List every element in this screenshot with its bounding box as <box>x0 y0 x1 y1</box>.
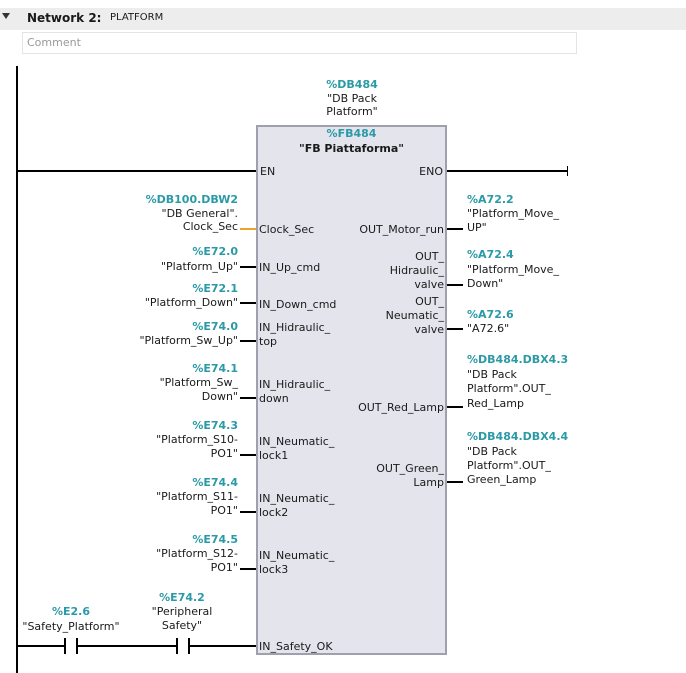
contact-2-address[interactable]: %E74.2 <box>159 591 205 604</box>
pin-out-hydraulic-valve-1[interactable]: OUT_ <box>415 250 444 263</box>
input-hyd-down-tag-2[interactable]: Down" <box>201 390 238 403</box>
input-hyd-top-wire <box>240 340 256 342</box>
input-lock2-address[interactable]: %E74.4 <box>192 476 238 489</box>
network-name[interactable]: PLATFORM <box>110 12 164 23</box>
network-title: Network 2: <box>27 11 102 25</box>
collapse-triangle-icon[interactable] <box>2 13 10 19</box>
output-hyd-tag-1[interactable]: "Platform_Move_ <box>467 263 559 276</box>
output-green-tag-1[interactable]: "DB Pack <box>467 445 517 458</box>
input-lock3-tag-1[interactable]: "Platform_S12- <box>156 547 238 560</box>
input-lock3-address[interactable]: %E74.5 <box>192 533 238 546</box>
input-hyd-down-tag-1[interactable]: "Platform_Sw_ <box>159 376 238 389</box>
input-lock2-tag-1[interactable]: "Platform_S11- <box>156 490 238 503</box>
network-comment-field[interactable]: Comment <box>22 32 577 54</box>
pin-in-neumatic-lock1-2[interactable]: lock1 <box>259 449 289 462</box>
pin-clock-sec[interactable]: Clock_Sec <box>259 223 315 236</box>
pin-out-red-lamp[interactable]: OUT_Red_Lamp <box>358 401 444 414</box>
contact-1-tag[interactable]: "Safety_Platform" <box>22 620 120 633</box>
output-neu-tag-1[interactable]: "A72.6" <box>467 322 510 335</box>
input-lock2-wire <box>240 511 256 513</box>
contact-2-tag-1[interactable]: "Peripheral <box>151 605 213 618</box>
input-lock1-tag-1[interactable]: "Platform_S10- <box>156 433 238 446</box>
contact-2-symbol[interactable] <box>176 638 190 654</box>
input-up-tag[interactable]: "Platform_Up" <box>160 260 238 273</box>
safety-rung <box>18 638 256 654</box>
output-red-wire <box>447 406 463 408</box>
pin-in-hydraulic-down-2[interactable]: down <box>259 392 289 405</box>
input-down-tag[interactable]: "Platform_Down" <box>144 296 238 309</box>
input-lock2-tag-2[interactable]: PO1" <box>210 504 238 517</box>
pin-out-hydraulic-valve-3[interactable]: valve <box>414 278 444 291</box>
instance-db-address[interactable]: %DB484 <box>326 78 378 91</box>
instance-db-name-1[interactable]: "DB Pack <box>327 92 377 105</box>
output-hyd-wire <box>447 284 463 286</box>
input-hyd-top-address[interactable]: %E74.0 <box>192 320 238 333</box>
input-hyd-top-tag[interactable]: "Platform_Sw_Up" <box>139 334 238 347</box>
output-motor-wire <box>447 228 463 230</box>
input-lock3-tag-2[interactable]: PO1" <box>210 561 238 574</box>
pin-out-hydraulic-valve-2[interactable]: Hidraulic_ <box>389 264 444 277</box>
input-lock1-tag-2[interactable]: PO1" <box>210 447 238 460</box>
input-up-wire <box>240 266 256 268</box>
pin-in-neumatic-lock2-1[interactable]: IN_Neumatic_ <box>259 492 335 505</box>
en-pin[interactable]: EN <box>260 165 276 178</box>
input-clock-address[interactable]: %DB100.DBW2 <box>145 193 238 206</box>
output-red-tag-1[interactable]: "DB Pack <box>467 368 517 381</box>
output-green-address[interactable]: %DB484.DBX4.4 <box>467 430 569 443</box>
input-down-address[interactable]: %E72.1 <box>192 282 238 295</box>
output-hyd-address[interactable]: %A72.4 <box>467 248 514 261</box>
pin-out-green-lamp-1[interactable]: OUT_Green_ <box>376 462 444 475</box>
pin-in-hydraulic-down-1[interactable]: IN_Hidraulic_ <box>259 378 331 391</box>
pin-in-neumatic-lock2-2[interactable]: lock2 <box>259 506 289 519</box>
output-neu-wire <box>447 328 463 330</box>
input-down-wire <box>240 302 256 304</box>
input-hyd-down-address[interactable]: %E74.1 <box>192 362 238 375</box>
input-lock1-wire <box>240 454 256 456</box>
eno-wire-end <box>567 166 568 176</box>
input-hyd-down-wire <box>240 397 256 399</box>
pin-in-neumatic-lock3-1[interactable]: IN_Neumatic_ <box>259 549 335 562</box>
contact-1-symbol[interactable] <box>64 638 78 654</box>
network-header[interactable] <box>0 8 686 30</box>
pin-in-neumatic-lock3-2[interactable]: lock3 <box>259 563 289 576</box>
pin-out-motor-run[interactable]: OUT_Motor_run <box>359 223 444 236</box>
en-wire <box>18 170 256 172</box>
output-neu-address[interactable]: %A72.6 <box>467 308 514 321</box>
input-lock1-address[interactable]: %E74.3 <box>192 419 238 432</box>
output-motor-address[interactable]: %A72.2 <box>467 193 514 206</box>
eno-wire <box>447 170 568 172</box>
eno-pin[interactable]: ENO <box>419 165 443 178</box>
contact-1-address[interactable]: %E2.6 <box>51 605 91 618</box>
output-hyd-tag-2[interactable]: Down" <box>467 277 504 290</box>
output-green-tag-2[interactable]: Platform".OUT_ <box>467 459 551 472</box>
output-red-tag-3[interactable]: Red_Lamp <box>467 397 524 410</box>
contact-2-tag-2[interactable]: Safety" <box>161 619 203 632</box>
pin-in-up-cmd[interactable]: IN_Up_cmd <box>259 261 321 274</box>
output-red-tag-2[interactable]: Platform".OUT_ <box>467 382 551 395</box>
output-red-address[interactable]: %DB484.DBX4.3 <box>467 353 569 366</box>
pin-in-safety-ok[interactable]: IN_Safety_OK <box>259 640 333 653</box>
output-motor-tag-1[interactable]: "Platform_Move_ <box>467 207 559 220</box>
fb-name: "FB Piattaforma" <box>298 142 405 155</box>
pin-out-green-lamp-2[interactable]: Lamp <box>413 476 444 489</box>
input-clock-wire <box>240 228 256 230</box>
input-clock-tag-2[interactable]: Clock_Sec <box>182 220 238 233</box>
pin-in-neumatic-lock1-1[interactable]: IN_Neumatic_ <box>259 435 335 448</box>
input-up-address[interactable]: %E72.0 <box>192 245 238 258</box>
pin-in-down-cmd[interactable]: IN_Down_cmd <box>259 298 337 311</box>
fb-address: %FB484 <box>326 127 377 140</box>
input-lock3-wire <box>240 568 256 570</box>
output-green-tag-3[interactable]: Green_Lamp <box>467 473 537 486</box>
instance-db-name-2[interactable]: Platform" <box>326 105 378 118</box>
output-motor-tag-2[interactable]: UP" <box>467 221 487 234</box>
output-green-wire <box>447 481 463 483</box>
power-rail <box>16 66 18 673</box>
pin-out-neumatic-valve-1[interactable]: OUT_ <box>415 295 444 308</box>
pin-in-hydraulic-top-1[interactable]: IN_Hidraulic_ <box>259 321 331 334</box>
pin-out-neumatic-valve-2[interactable]: Neumatic_ <box>385 309 444 322</box>
function-block[interactable] <box>256 125 447 655</box>
pin-in-hydraulic-top-2[interactable]: top <box>259 335 278 348</box>
pin-out-neumatic-valve-3[interactable]: valve <box>414 323 444 336</box>
input-clock-tag-1[interactable]: "DB General". <box>161 207 238 220</box>
